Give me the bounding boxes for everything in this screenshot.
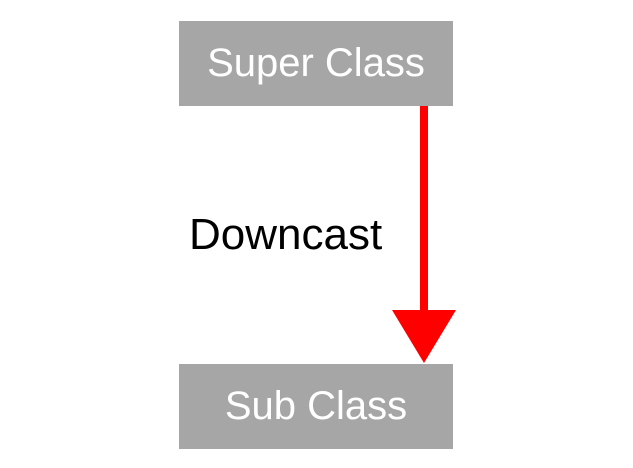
super-class-label: Super Class xyxy=(207,41,425,85)
super-class-node: Super Class xyxy=(179,21,453,106)
downcast-label: Downcast xyxy=(189,210,383,259)
arrow-head-icon xyxy=(392,310,456,363)
sub-class-node: Sub Class xyxy=(179,364,453,449)
sub-class-label: Sub Class xyxy=(224,384,408,428)
